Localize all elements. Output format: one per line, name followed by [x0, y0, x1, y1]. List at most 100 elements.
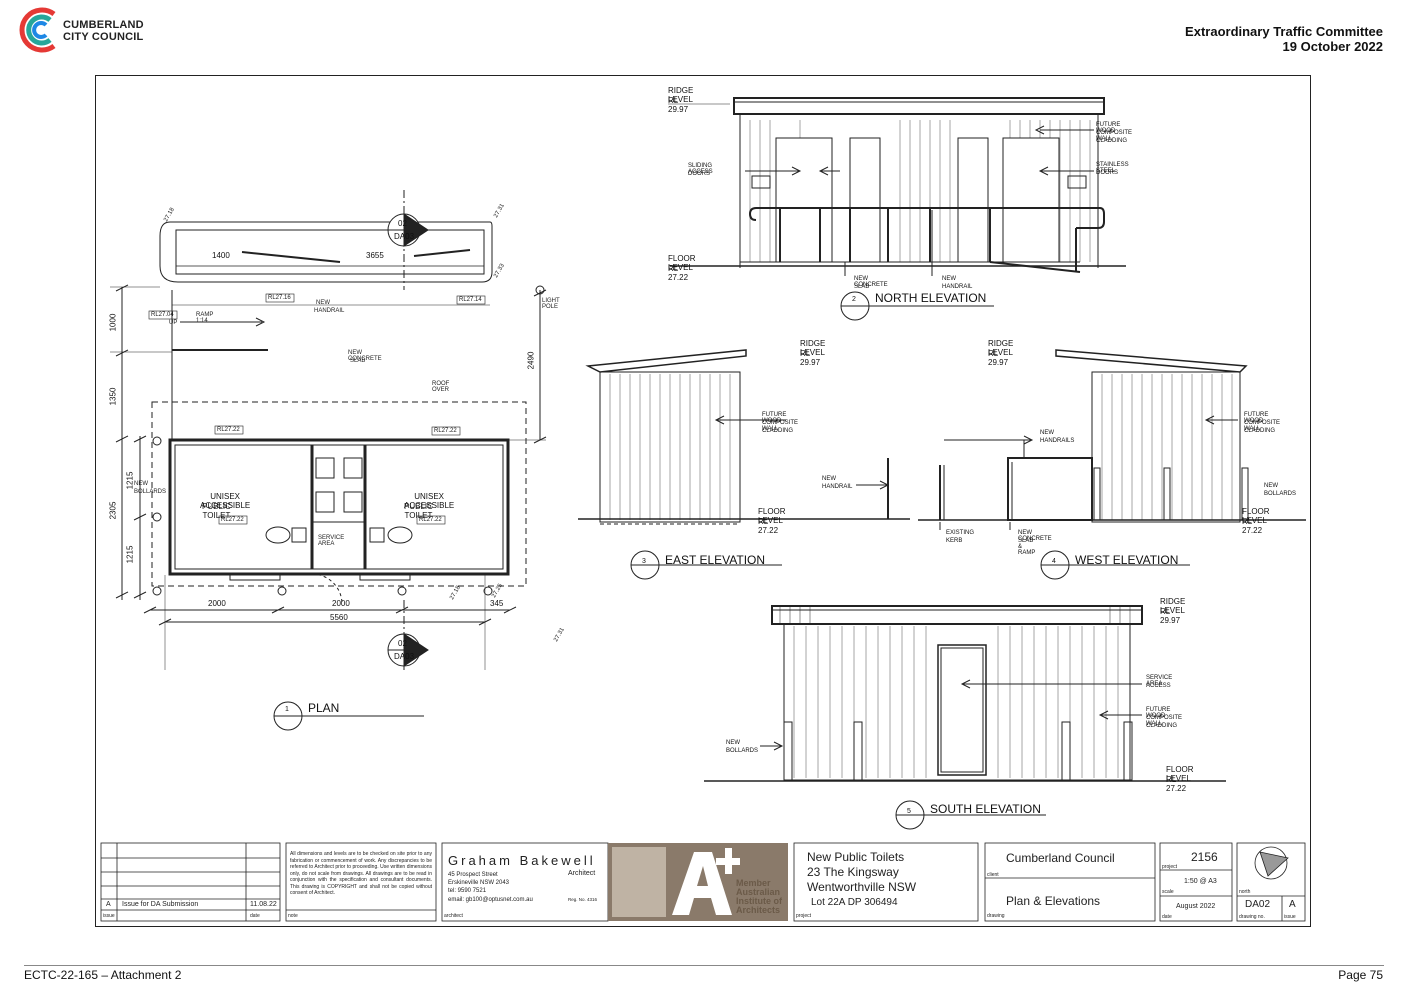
- north-title-num: 2: [852, 296, 856, 303]
- project-line-4: Lot 22A DP 306494: [811, 897, 898, 908]
- project-line-1: New Public Toilets: [807, 850, 905, 864]
- south-title-num: 5: [907, 808, 911, 815]
- plan-level-1: RL27.04: [151, 312, 174, 318]
- south-floor-rl: RL 27.22: [1166, 775, 1187, 793]
- south-note-2a: FUTURE WOOD: [1146, 707, 1171, 719]
- west-note-3b: BOLLARDS: [1264, 491, 1297, 497]
- plan-ramp-label: RAMP 1:14: [196, 312, 214, 324]
- scale-label: scale: [1162, 889, 1174, 895]
- project-number: 2156: [1191, 850, 1218, 864]
- east-floor-label: FLOOR LEVEL: [758, 507, 786, 525]
- south-note-1a: SERVICE AREA: [1146, 675, 1173, 687]
- west-note-1b: COMPOSITE WALL: [1244, 420, 1281, 432]
- general-notes: All dimensions and levels are to be chec…: [290, 851, 432, 896]
- south-note-2c: CLADDING: [1146, 723, 1178, 729]
- south-floor-label: FLOOR LEVEL: [1166, 765, 1194, 783]
- drawing-label: drawing: [987, 913, 1005, 919]
- committee-title: Extraordinary Traffic Committee: [1185, 24, 1383, 39]
- architect-name: Graham Bakewell: [448, 853, 596, 868]
- plan-level-3: RL27.14: [459, 297, 482, 303]
- north-note-2b: DOORS: [688, 171, 711, 177]
- section-num-bot: 02: [398, 639, 407, 648]
- architect-reg: Reg. No. 4316: [568, 897, 598, 902]
- aia-member-2: Australian: [736, 887, 781, 897]
- plan-drawing: [110, 190, 547, 731]
- rev-issue-label: issue: [103, 913, 115, 919]
- plan-handrail-label-2: HANDRAIL: [314, 308, 345, 314]
- project-number-label: project: [1162, 864, 1178, 870]
- plan-toilet-right-1: UNISEX ACCESSIBLE: [404, 492, 455, 510]
- issue-letter: A: [1289, 899, 1296, 910]
- plan-toilet-right-2: PUBLIC TOILET: [404, 502, 433, 520]
- plan-toilet-left-2: PUBLIC TOILET: [202, 502, 231, 520]
- plan-toilet-left-1: UNISEX ACCESSIBLE: [200, 492, 251, 510]
- project-line-2: 23 The Kingsway: [807, 865, 899, 879]
- east-ridge-rl: RL 29.97: [800, 349, 821, 367]
- drawing-number: DA02: [1245, 899, 1271, 910]
- south-note-3a: NEW: [726, 740, 740, 746]
- footer-rule: [24, 965, 1384, 966]
- south-note-2b: COMPOSITE WALL: [1146, 715, 1183, 727]
- west-ridge-rl: RL 29.97: [988, 349, 1009, 367]
- project-label: project: [796, 913, 812, 919]
- plan-slab-label-2: SLAB: [350, 358, 366, 364]
- west-note-4a: EXISTING: [946, 530, 975, 536]
- project-details: New Public Toilets 23 The Kingsway Wentw…: [807, 850, 916, 910]
- plan-level-4: RL27.22: [217, 427, 240, 433]
- north-note-1a: FUTURE WOOD: [1096, 122, 1121, 134]
- plan-dim-2000b: 2000: [332, 599, 350, 608]
- plan-service-area-label: SERVICE AREA: [318, 535, 345, 547]
- west-title-num: 4: [1052, 558, 1056, 565]
- architect-role: Architect: [568, 870, 596, 877]
- north-note-5a: NEW: [942, 276, 956, 282]
- west-floor-rl: RL 27.22: [1242, 517, 1263, 535]
- plan-up-label: UP: [169, 320, 178, 326]
- east-title-num: 3: [642, 558, 646, 565]
- plan-title-num: 1: [285, 706, 289, 713]
- east-note-2a: NEW: [822, 476, 836, 482]
- north-note-3a: STAINLESS STEEL: [1096, 162, 1129, 174]
- east-note-1b: COMPOSITE WALL: [762, 420, 799, 432]
- aia-member-4: Architects: [736, 905, 781, 915]
- west-note-1a: FUTURE WOOD: [1244, 412, 1269, 424]
- plan-bollards-label-1: NEW: [134, 481, 148, 487]
- plan-bollards-label-2: BOLLARDS: [134, 489, 167, 495]
- drawing-sheet: [95, 75, 1311, 927]
- east-note-1a: FUTURE WOOD: [762, 412, 787, 424]
- south-note-3b: BOLLARDS: [726, 748, 759, 754]
- plan-dim-345: 345: [490, 599, 504, 608]
- drawing-title: Plan & Elevations: [1006, 894, 1101, 908]
- west-note-5a: NEW CONCRETE: [1018, 530, 1052, 542]
- east-elevation-drawing: [578, 349, 910, 580]
- west-floor-label: FLOOR LEVEL: [1242, 507, 1270, 525]
- architect-addr1: 45 Prospect Street: [448, 872, 498, 878]
- client-name: Cumberland Council: [1006, 851, 1115, 865]
- plan-dim-2000a: 2000: [208, 599, 226, 608]
- north-elevation-drawing: [668, 97, 1126, 321]
- plan-light-pole-label: LIGHT POLE: [542, 298, 560, 310]
- aia-logo: [612, 847, 740, 917]
- plan-roof-over-label: ROOF OVER: [432, 381, 450, 393]
- rev-date: 11.08.22: [250, 901, 277, 908]
- scale-value: 1:50 @ A3: [1184, 878, 1217, 885]
- issue-date: August 2022: [1176, 903, 1216, 910]
- footer-left: ECTC-22-165 – Attachment 2: [24, 968, 182, 982]
- council-logo-icon: [19, 7, 56, 53]
- aia-member-text: Member Australian Institute of Architect…: [736, 879, 782, 915]
- committee-date: 19 October 2022: [1282, 39, 1383, 54]
- plan-dim-1350: 1350: [108, 387, 118, 406]
- south-elevation-drawing: [704, 605, 1226, 830]
- aia-member-3: Institute of: [736, 896, 782, 906]
- south-title: SOUTH ELEVATION: [930, 802, 1041, 816]
- west-note-2b: HANDRAILS: [1040, 438, 1075, 444]
- north-ridge-label: RIDGE LEVEL: [668, 86, 694, 104]
- plan-dim-3655: 3655: [366, 251, 384, 260]
- plan-dim-2490: 2490: [526, 351, 536, 370]
- east-ridge-label: RIDGE LEVEL: [800, 339, 826, 357]
- rev-desc: Issue for DA Submission: [122, 901, 199, 908]
- plan-handrail-label-1: NEW: [316, 300, 330, 306]
- council-logo: CUMBERLAND CITY COUNCIL: [14, 4, 144, 56]
- section-num-top: 02: [398, 219, 407, 228]
- north-note-4b: SLAB: [854, 284, 870, 290]
- east-title: EAST ELEVATION: [665, 553, 766, 567]
